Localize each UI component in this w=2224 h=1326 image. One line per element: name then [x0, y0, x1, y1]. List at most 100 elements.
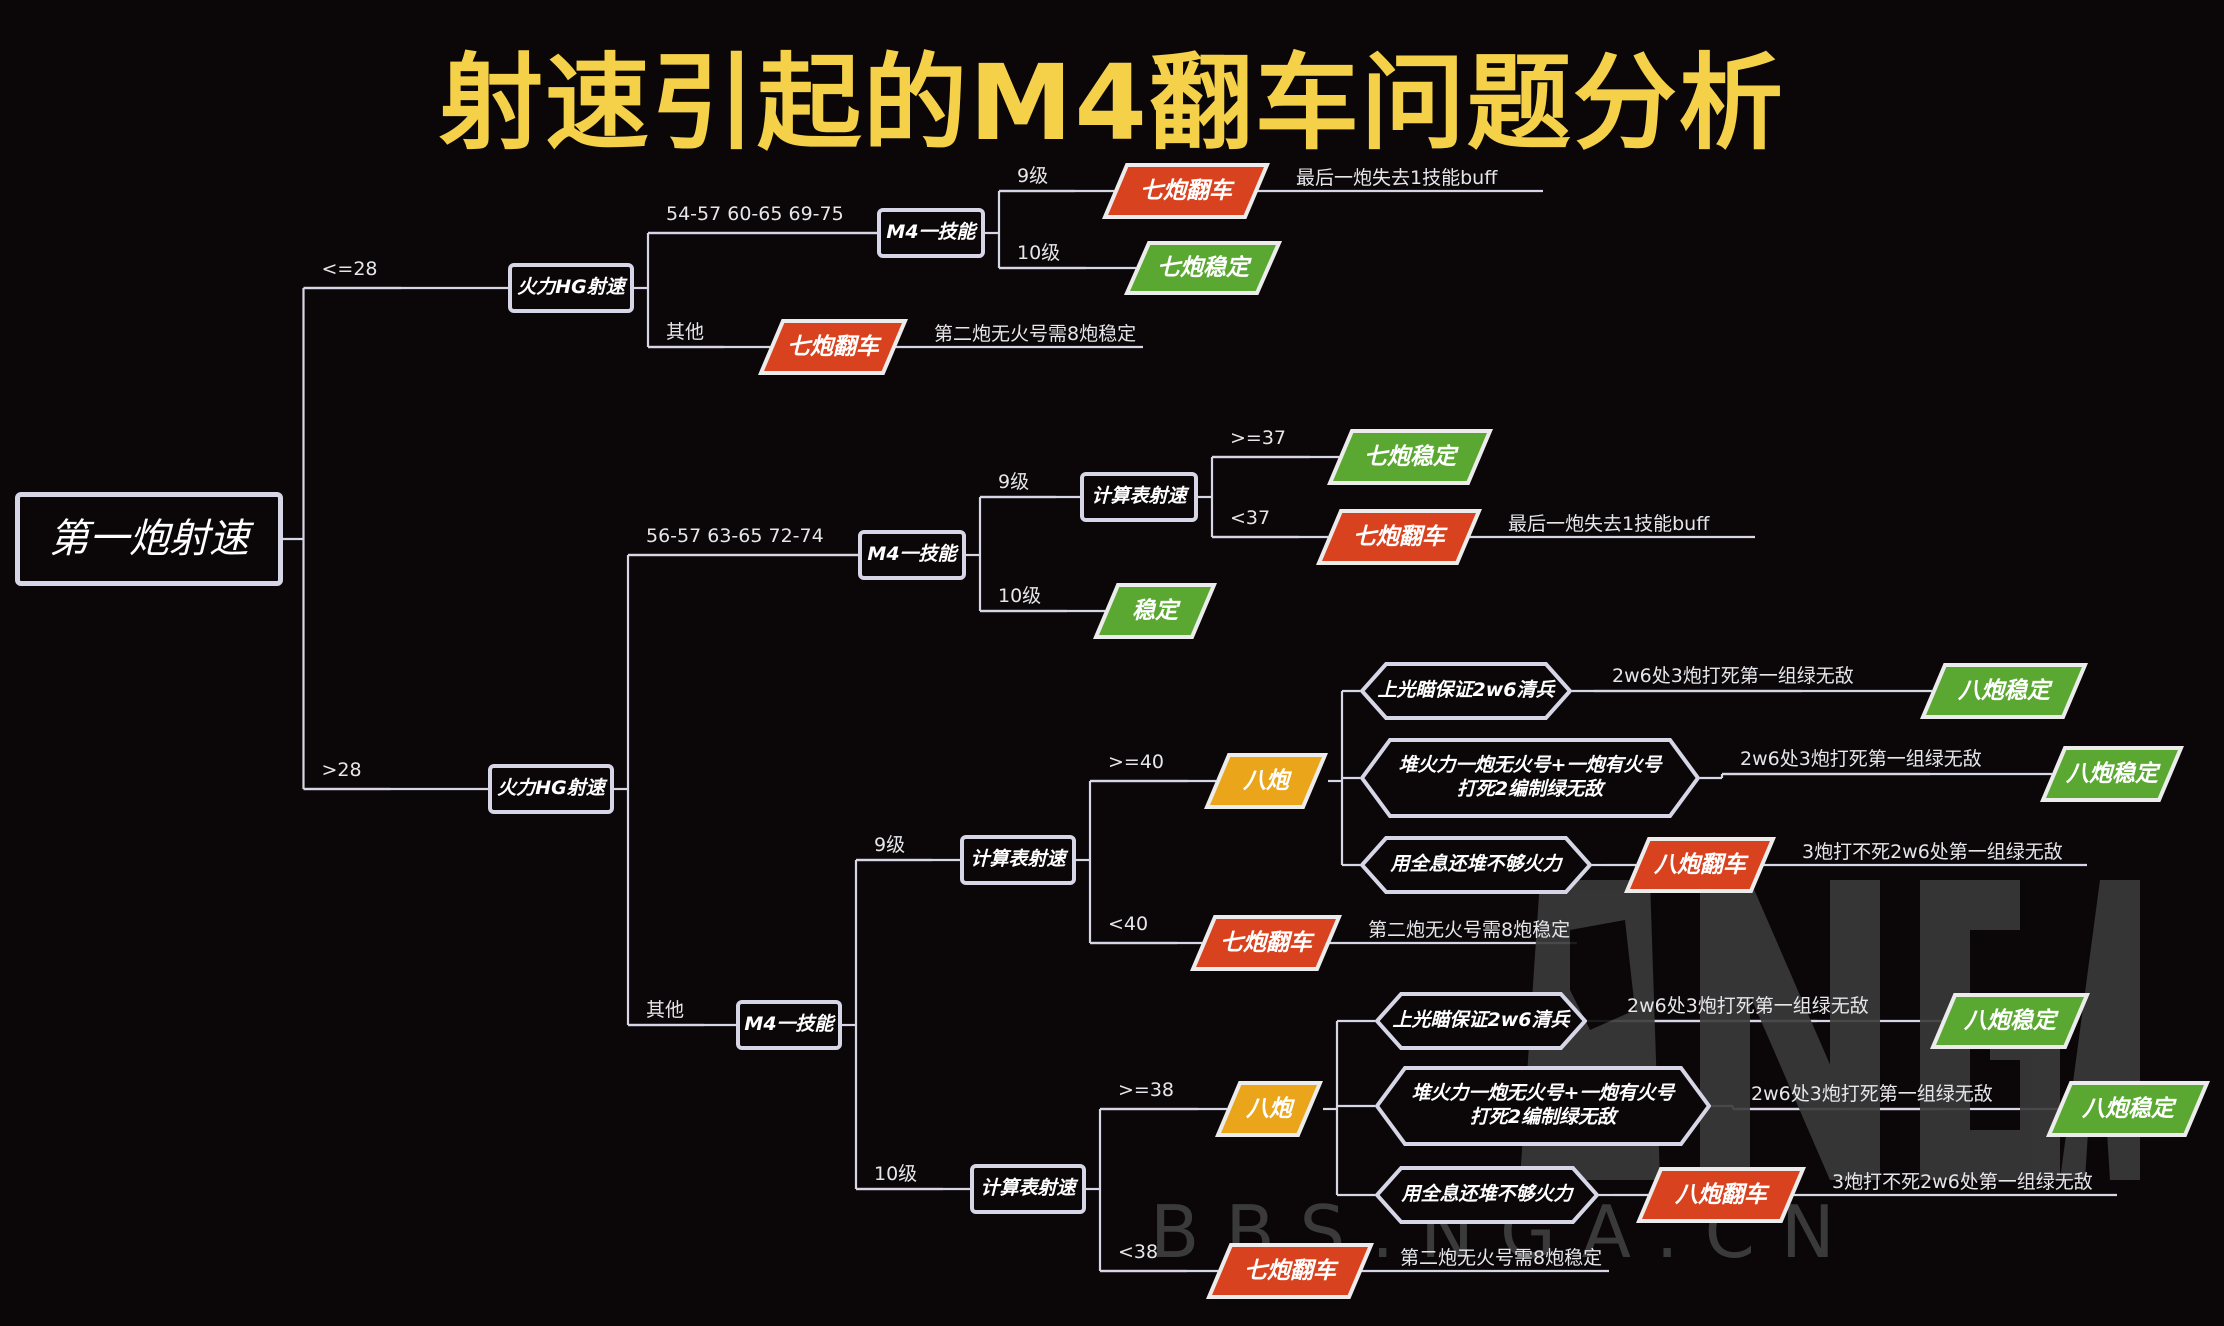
edge-label: 9级 — [1017, 165, 1049, 187]
edge-label: <40 — [1108, 913, 1149, 935]
node-c3: 计算表射速 — [970, 1164, 1086, 1214]
edge-label: >=38 — [1118, 1079, 1175, 1101]
note-text: 最后一炮失去1技能buff — [1296, 167, 1498, 189]
parallelogram-shape — [1102, 163, 1270, 219]
node-r6: 八炮翻车 — [1636, 1166, 1806, 1224]
edge-label: 2w6处3炮打死第一组绿无敌 — [1612, 665, 1854, 687]
node-a1: 火力HG射速 — [508, 263, 634, 313]
hexagon-shape — [1375, 1166, 1599, 1224]
node-label: 八炮翻车 — [1654, 851, 1746, 878]
node-label: 八炮稳定 — [1964, 1007, 2056, 1034]
edge-label: 9级 — [998, 471, 1030, 493]
note-text: 3炮打不死2w6处第一组绿无敌 — [1802, 841, 2063, 863]
node-label: 七炮翻车 — [1244, 1257, 1336, 1284]
node-label: 七炮稳定 — [1364, 443, 1456, 470]
node-label: 上光瞄保证2w6清兵 — [1392, 1009, 1570, 1032]
edge-label: <37 — [1230, 507, 1271, 529]
parallelogram-shape — [1636, 1167, 1806, 1223]
node-r1: 七炮翻车 — [1102, 162, 1270, 220]
node-label: 七炮翻车 — [1220, 929, 1312, 956]
node-label: 八炮 — [1246, 1095, 1292, 1122]
parallelogram-shape — [1206, 1243, 1374, 1299]
hexagon-shape — [1375, 1066, 1711, 1146]
node-o2: 八炮 — [1215, 1080, 1323, 1138]
parallelogram-shape — [2040, 746, 2184, 802]
node-label: 堆火力一炮无火号+一炮有火号 打死2编制绿无敌 — [1398, 754, 1662, 800]
node-o1: 八炮 — [1204, 752, 1328, 810]
note-text: 3炮打不死2w6处第一组绿无敌 — [1832, 1171, 2093, 1193]
node-g1: 七炮稳定 — [1124, 240, 1282, 296]
parallelogram-shape — [2046, 1081, 2210, 1137]
edge-label: 54-57 60-65 69-75 — [666, 203, 844, 225]
node-h5: 堆火力一炮无火号+一炮有火号 打死2编制绿无敌 — [1375, 1066, 1711, 1146]
node-g6: 八炮稳定 — [1930, 992, 2090, 1050]
node-label: M4一技能 — [744, 1013, 834, 1036]
edge-label: >=37 — [1230, 427, 1287, 449]
node-root: 第一炮射速 — [15, 492, 283, 586]
node-label: 七炮稳定 — [1157, 254, 1249, 281]
node-label: 火力HG射速 — [497, 777, 605, 800]
node-label: M4一技能 — [886, 221, 976, 244]
node-b1: M4一技能 — [877, 208, 985, 258]
node-g3: 稳定 — [1093, 582, 1217, 640]
edge-label: <=28 — [321, 258, 378, 280]
parallelogram-shape — [758, 319, 908, 375]
node-label: 七炮翻车 — [1140, 177, 1232, 204]
parallelogram-shape — [1190, 915, 1342, 971]
note-text: 第二炮无火号需8炮稳定 — [1400, 1247, 1603, 1269]
hexagon-shape — [1360, 836, 1592, 894]
node-h1: 上光瞄保证2w6清兵 — [1360, 662, 1572, 720]
edge-label: 10级 — [998, 585, 1042, 607]
node-h3: 用全息还堆不够火力 — [1360, 836, 1592, 894]
node-label: 计算表射速 — [1091, 485, 1187, 508]
parallelogram-shape — [1093, 583, 1217, 639]
node-h2: 堆火力一炮无火号+一炮有火号 打死2编制绿无敌 — [1360, 738, 1700, 818]
node-g4: 八炮稳定 — [1920, 662, 2088, 720]
parallelogram-shape — [1215, 1081, 1323, 1137]
edge-label: 10级 — [1017, 242, 1061, 264]
page-title: 射速引起的M4翻车问题分析 — [439, 42, 1785, 164]
edge-label: 2w6处3炮打死第一组绿无敌 — [1627, 995, 1869, 1017]
parallelogram-shape — [1327, 429, 1493, 485]
parallelogram-shape — [1930, 993, 2090, 1049]
parallelogram-shape — [1124, 241, 1282, 295]
edge-label: 10级 — [874, 1163, 918, 1185]
node-label: 计算表射速 — [970, 848, 1066, 871]
node-label: 上光瞄保证2w6清兵 — [1377, 679, 1555, 702]
node-label: 稳定 — [1132, 597, 1178, 624]
node-r4: 八炮翻车 — [1624, 836, 1776, 894]
parallelogram-shape — [1204, 753, 1328, 809]
hexagon-shape — [1375, 992, 1587, 1050]
node-g2: 七炮稳定 — [1327, 428, 1493, 486]
node-label: M4一技能 — [867, 543, 957, 566]
node-label: 用全息还堆不够火力 — [1401, 1183, 1573, 1206]
node-r3: 七炮翻车 — [1316, 508, 1482, 566]
node-h6: 用全息还堆不够火力 — [1375, 1166, 1599, 1224]
node-g5: 八炮稳定 — [2040, 745, 2184, 803]
node-label: 七炮翻车 — [1353, 523, 1445, 550]
node-label: 计算表射速 — [980, 1177, 1076, 1200]
edge-label: 9级 — [874, 834, 906, 856]
edge-label: 2w6处3炮打死第一组绿无敌 — [1740, 748, 1982, 770]
edge-label: 56-57 63-65 72-74 — [646, 525, 824, 547]
node-r7: 七炮翻车 — [1206, 1242, 1374, 1300]
hexagon-shape — [1360, 662, 1572, 720]
parallelogram-shape — [1624, 837, 1776, 893]
node-label: 火力HG射速 — [517, 276, 625, 299]
parallelogram-shape — [1316, 509, 1482, 565]
node-label: 七炮翻车 — [787, 333, 879, 360]
node-b3: M4一技能 — [736, 1000, 842, 1050]
node-label: 第一炮射速 — [49, 516, 249, 562]
edge-label: >=40 — [1108, 751, 1165, 773]
node-label: 八炮稳定 — [1958, 677, 2050, 704]
node-h4: 上光瞄保证2w6清兵 — [1375, 992, 1587, 1050]
node-label: 堆火力一炮无火号+一炮有火号 打死2编制绿无敌 — [1411, 1082, 1675, 1128]
node-label: 八炮 — [1243, 767, 1289, 794]
hexagon-shape — [1360, 738, 1700, 818]
parallelogram-shape — [1920, 663, 2088, 719]
edge-label: >28 — [321, 759, 362, 781]
node-label: 八炮翻车 — [1675, 1181, 1767, 1208]
node-r5: 七炮翻车 — [1190, 914, 1342, 972]
edge-label: 2w6处3炮打死第一组绿无敌 — [1751, 1083, 1993, 1105]
